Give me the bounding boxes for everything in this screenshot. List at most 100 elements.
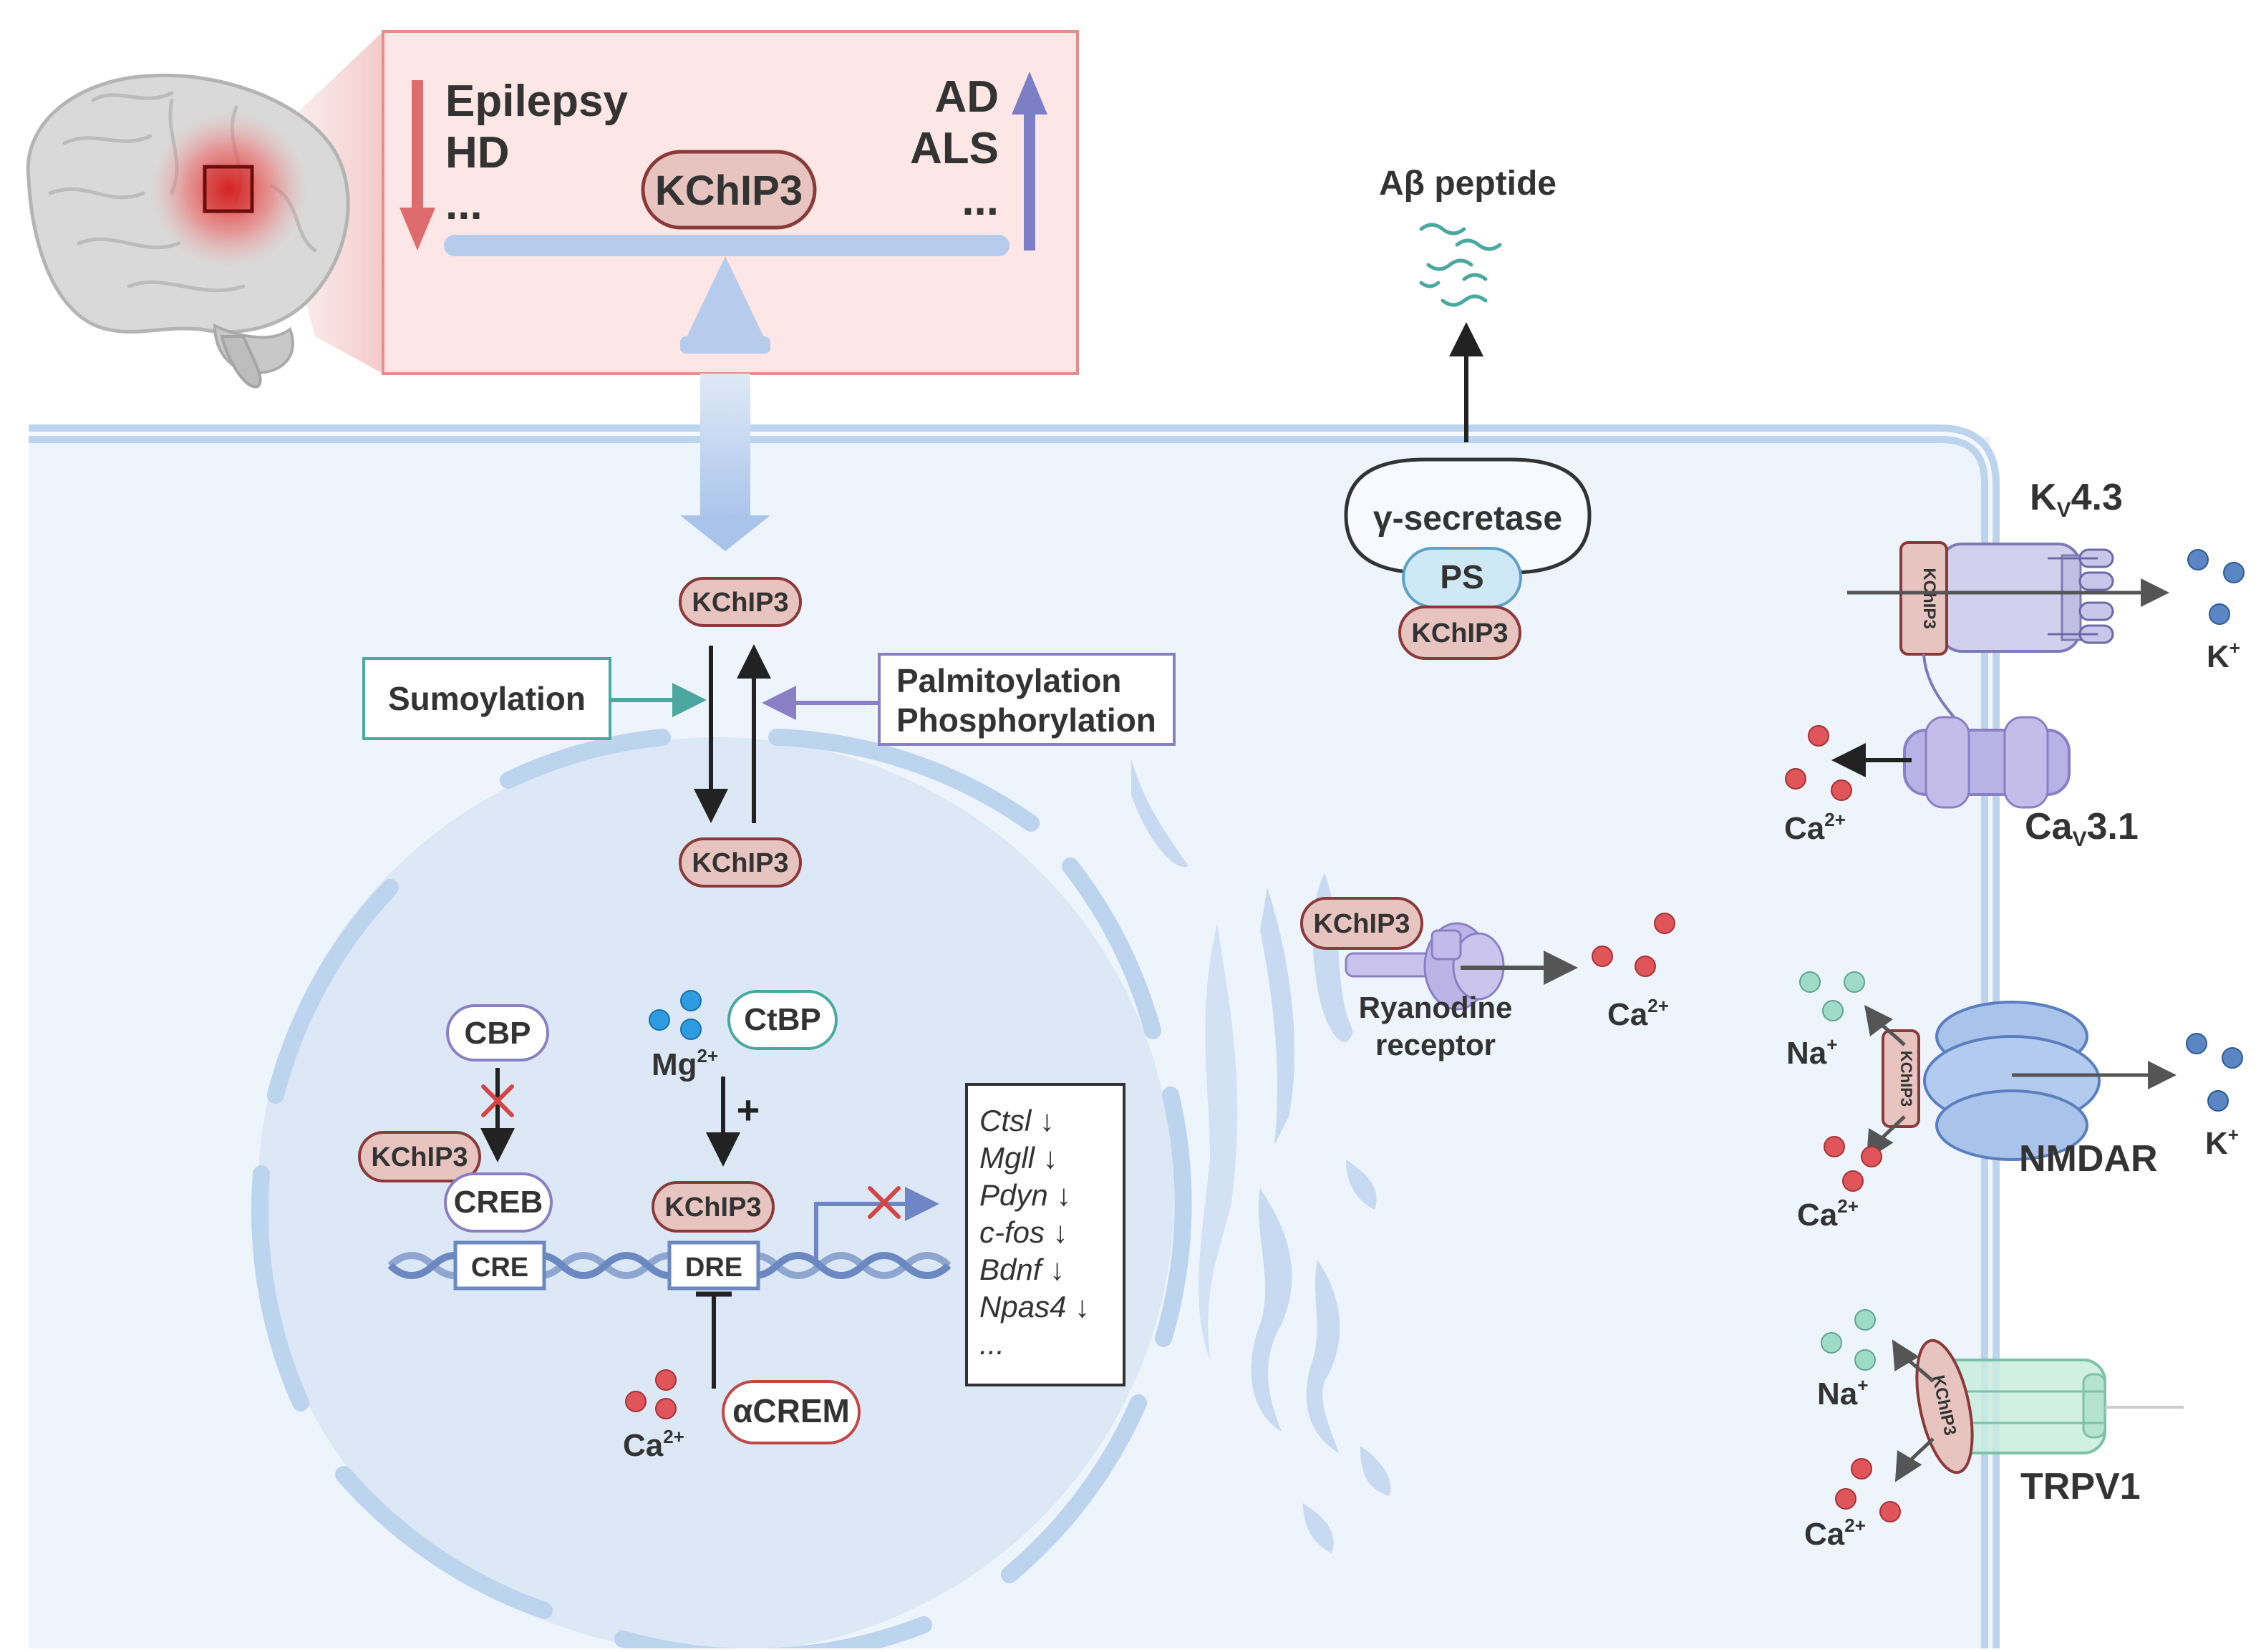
brain-illustration (26, 31, 383, 389)
abeta-label: Aβ peptide (1379, 165, 1556, 203)
ryanodine-label-1: Ryanodine (1359, 991, 1513, 1024)
nmdar-na-label: Na+ (1786, 1034, 1837, 1071)
nucleus-ca-label: Ca2+ (623, 1426, 684, 1463)
kchip3-balance-pill (641, 150, 817, 230)
ryr-ca-label: Ca2+ (1607, 995, 1669, 1032)
ctbp-label: CtBP (744, 1002, 821, 1037)
disease-epilepsy: Epilepsy (445, 77, 629, 126)
disease-right-ellipsis: ... (962, 175, 999, 225)
brain-stem (220, 335, 262, 389)
kchip3-upper-label: KChIP3 (692, 588, 788, 618)
kchip3-ps-pill (1398, 606, 1521, 660)
cre-box (453, 1240, 546, 1291)
cbp-label: CBP (465, 1016, 531, 1051)
up-arrow-head (1012, 72, 1047, 115)
gamma-secretase-label: γ-secretase (1373, 500, 1562, 538)
palmitoylation-label: Palmitoylation (896, 662, 1121, 699)
mg-label: Mg2+ (652, 1045, 718, 1082)
disease-left-ellipsis: ... (445, 180, 483, 229)
disease-hd: HD (445, 128, 510, 178)
gene-mgll: Mgll ↓ (979, 1141, 1058, 1175)
kchip3-kv-label: KChIP3 (1919, 568, 1939, 628)
cav31-label: CaV3.1 (2025, 806, 2139, 851)
acrem-pill (722, 1380, 861, 1444)
gene-ctsl: Ctsl ↓ (979, 1104, 1055, 1137)
kchip3-dre-pill (652, 1181, 775, 1233)
cav-ca-ions (1785, 725, 1852, 801)
kchip3-ps-label: KChIP3 (1411, 618, 1508, 648)
gene-bdnf: Bdnf ↓ (979, 1253, 1065, 1286)
creb-label: CREB (454, 1185, 543, 1220)
mg-ions (649, 990, 702, 1040)
balance-fulcrum (680, 256, 770, 351)
phosphorylation-label: Phosphorylation (896, 701, 1156, 739)
nmdar-na-ions (1799, 971, 1865, 1021)
balance-beam (444, 235, 1010, 256)
creb-pill (444, 1172, 553, 1233)
kchip3-dre-label: KChIP3 (664, 1192, 761, 1223)
kchip3-balance-label: KChIP3 (655, 167, 803, 214)
trpv-na-ions (1821, 1309, 1876, 1371)
wide-arrow-shaft (700, 374, 750, 524)
ryr-ca-ions (1592, 913, 1675, 977)
transcription-block-x (868, 1186, 901, 1219)
trpv1-label: TRPV1 (2020, 1466, 2141, 1507)
cav-ca-label: Ca2+ (1784, 809, 1846, 846)
disease-ad: AD (934, 72, 999, 122)
ctbp-pill (727, 990, 838, 1050)
acrem-label: αCREM (732, 1392, 850, 1429)
dre-box (667, 1240, 760, 1291)
kv43-channel-icon (1939, 543, 2114, 653)
target-genes-box (965, 1083, 1125, 1386)
cbp-block-x (481, 1084, 514, 1117)
kchip3-upper-pill (679, 577, 802, 627)
trpv-na-arrow (1892, 1339, 1935, 1383)
cre-label: CRE (471, 1253, 528, 1283)
gamma-secretase-shape (1344, 457, 1592, 575)
kchip3-ryr-label: KChIP3 (1313, 909, 1410, 939)
target-gene-list: Ctsl ↓ Mgll ↓ Pdyn ↓ c-fos ↓ Bdnf ↓ Npas… (979, 1104, 1090, 1361)
nuclear-envelope (251, 729, 1192, 1652)
ryanodine-label-2: receptor (1375, 1028, 1496, 1061)
nmdar-channel-icon (1923, 1001, 2101, 1161)
cbp-pill (446, 1004, 549, 1061)
gene-pdyn: Pdyn ↓ (979, 1178, 1071, 1212)
kv-k-label: K+ (2207, 637, 2240, 674)
nmdar-ca-label: Ca2+ (1797, 1195, 1859, 1233)
kv-k-ions (2187, 549, 2245, 625)
gene-cfos: c-fos ↓ (979, 1215, 1068, 1249)
dre-label: DRE (685, 1253, 742, 1283)
kchip3-nmdar-tag (1882, 1029, 1920, 1128)
trpv-ca-label: Ca2+ (1804, 1515, 1866, 1552)
balance-fulcrum-base (680, 336, 770, 354)
kchip3-lower-pill (679, 837, 802, 888)
transcription-arrow (814, 1187, 939, 1260)
palmitoylation-phosphorylation-box (878, 653, 1176, 746)
trpv-na-label: Na+ (1817, 1374, 1868, 1412)
left-disease-list: Epilepsy HD ... (445, 77, 629, 229)
nmdar-label: NMDAR (2019, 1138, 2158, 1180)
ps-label: PS (1440, 558, 1483, 596)
trpv-ca-ions (1835, 1458, 1901, 1522)
nucleus-ca-ions (625, 1369, 677, 1419)
nmdar-ca-ions (1824, 1136, 1882, 1192)
disease-als: ALS (910, 124, 999, 173)
nmdar-k-ions (2186, 1033, 2243, 1112)
wide-arrow-head (680, 515, 770, 551)
kchip3-creb-pill (358, 1131, 481, 1182)
brain-hotspot (150, 111, 308, 268)
kchip3-ryr-pill (1300, 897, 1423, 950)
gene-npas4: Npas4 ↓ (979, 1290, 1090, 1323)
brain-focus-box (203, 165, 254, 213)
right-disease-list: AD ALS ... (910, 72, 999, 225)
trpv1-channel-icon (1932, 1359, 2184, 1454)
plus-sign: + (737, 1087, 760, 1132)
gene-ellipsis: ... (979, 1327, 1004, 1361)
kchip3-creb-label: KChIP3 (371, 1142, 468, 1172)
kchip3-nmdar-label: KChIP3 (1897, 1051, 1915, 1107)
nmdar-na-arrow (1864, 1005, 1906, 1046)
kv43-label: KV4.3 (2030, 477, 2123, 522)
down-arrow-head (400, 208, 435, 251)
